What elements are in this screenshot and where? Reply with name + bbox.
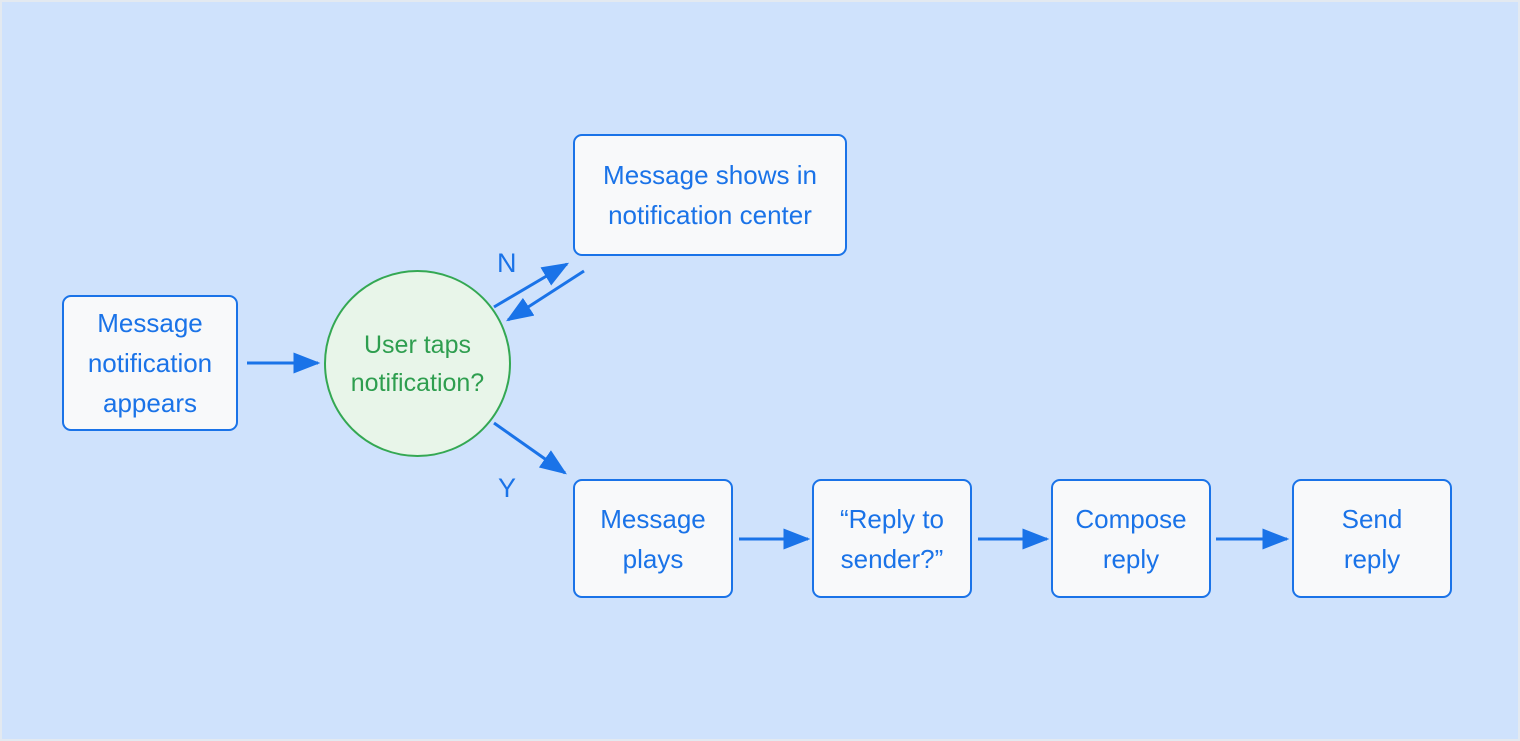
node-compose-reply[interactable]: Compose reply xyxy=(1051,479,1211,598)
node-label: Message shows in notification center xyxy=(603,160,817,230)
edge-notification-center-to-decision xyxy=(505,269,585,322)
edge-label-no: N xyxy=(497,248,517,278)
node-message-plays[interactable]: Message plays xyxy=(573,479,733,598)
node-label: User taps notification? xyxy=(350,330,485,397)
edge-label-yes-text: Y xyxy=(498,473,517,503)
edge-decision-to-message-plays xyxy=(493,421,567,475)
edge-label-no-text: N xyxy=(497,248,517,278)
node-message-notification-appears[interactable]: Message notification appears xyxy=(62,295,238,431)
node-label: Compose reply xyxy=(1075,503,1187,574)
node-send-reply[interactable]: Send reply xyxy=(1292,479,1452,598)
node-reply-to-sender[interactable]: “Reply to sender?” xyxy=(812,479,972,598)
node-label: “Reply to sender?” xyxy=(839,503,945,574)
node-message-shows-in-notification-center[interactable]: Message shows in notification center xyxy=(573,134,847,256)
edge-label-yes: Y xyxy=(498,473,516,503)
node-user-taps-notification[interactable]: User taps notification? xyxy=(324,270,511,457)
node-label: Message plays xyxy=(600,503,706,574)
node-label: Send reply xyxy=(1341,503,1403,574)
node-label: Message notification appears xyxy=(87,308,213,418)
